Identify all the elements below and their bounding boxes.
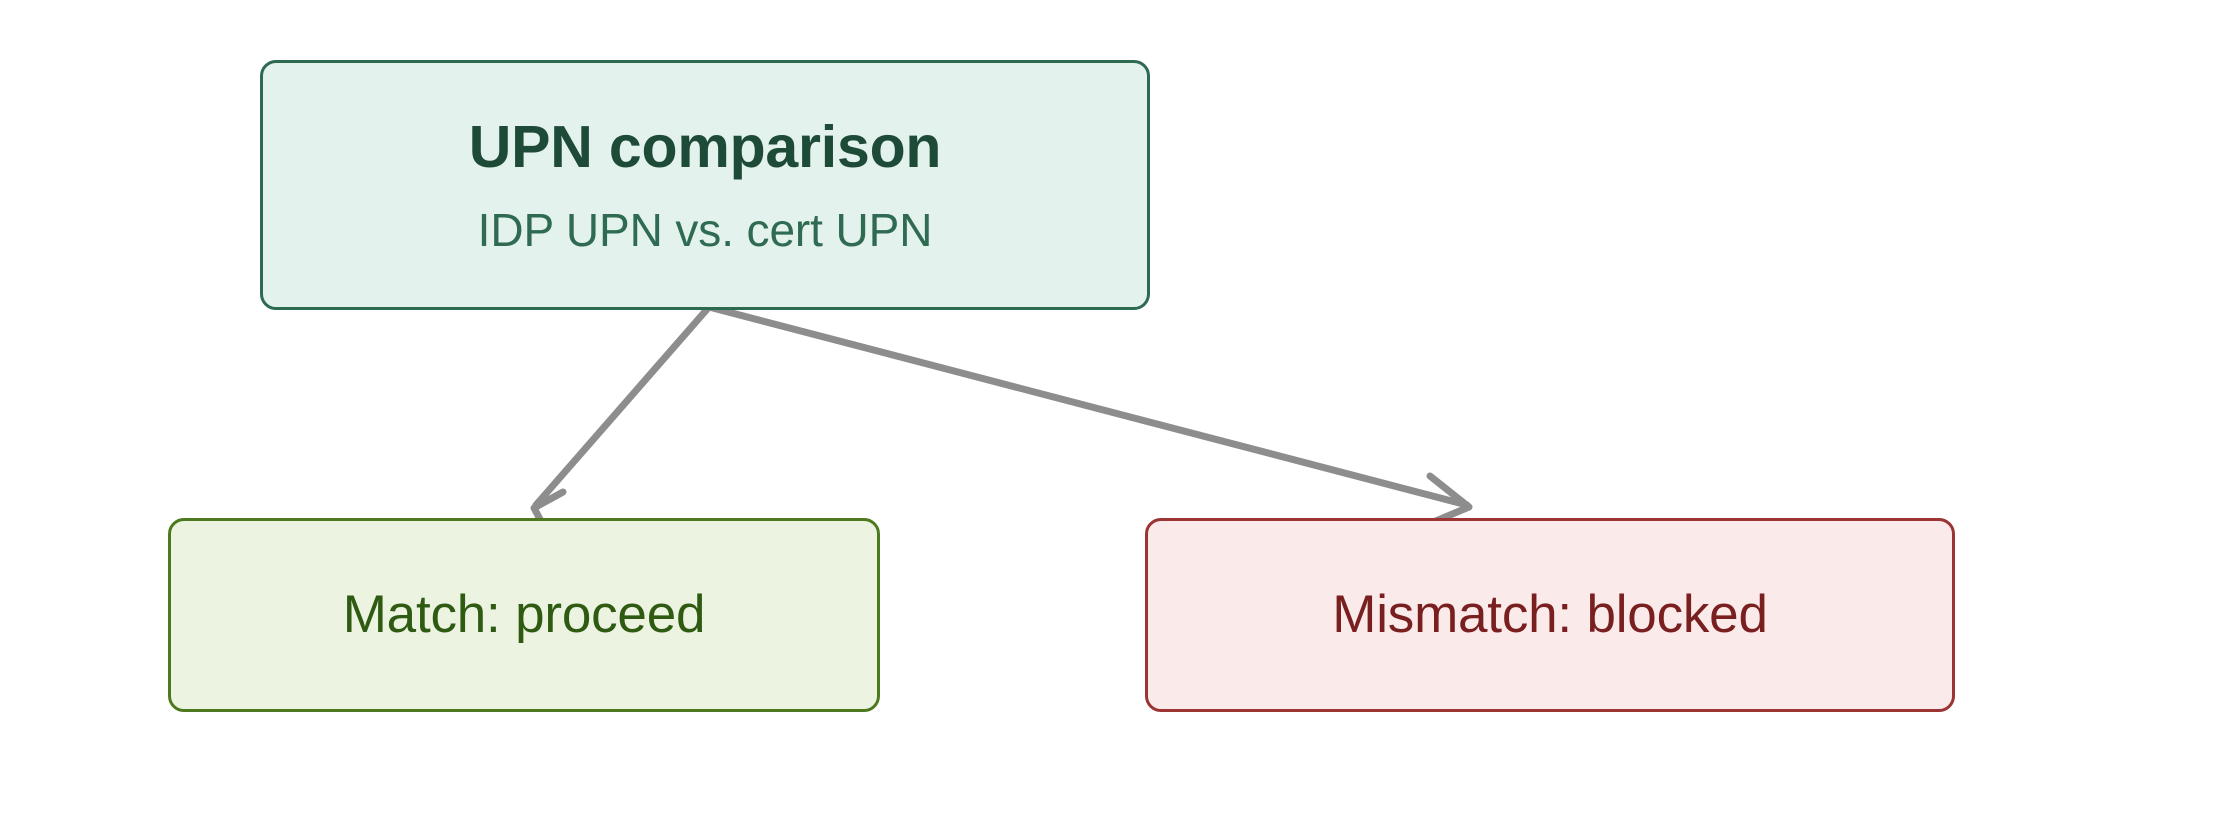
- node-mismatch-blocked[interactable]: Mismatch: blocked: [1145, 518, 1955, 712]
- node-upn-comparison-title: UPN comparison: [468, 114, 942, 181]
- node-upn-comparison-subtitle: IDP UPN vs. cert UPN: [477, 203, 933, 256]
- edge-to-match-line: [532, 303, 713, 509]
- node-match-proceed[interactable]: Match: proceed: [168, 518, 880, 712]
- edge-to-mismatch-arrowhead: [1426, 472, 1473, 527]
- node-upn-comparison[interactable]: UPN comparison IDP UPN vs. cert UPN: [260, 60, 1150, 310]
- edge-to-mismatch-line: [705, 303, 1471, 509]
- node-match-proceed-title: Match: proceed: [342, 584, 706, 644]
- node-mismatch-blocked-title: Mismatch: blocked: [1332, 584, 1768, 644]
- edge-to-mismatch: [705, 303, 1473, 527]
- edge-to-match: [530, 303, 713, 542]
